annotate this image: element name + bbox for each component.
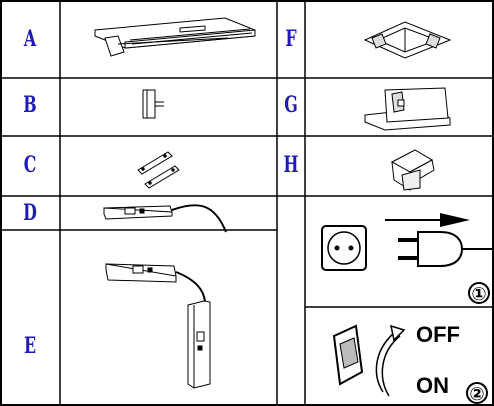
part-label-d: D bbox=[23, 200, 37, 226]
part-label-f: F bbox=[285, 26, 297, 52]
step-1-number: ① bbox=[468, 282, 490, 305]
step-2-number: ② bbox=[466, 382, 488, 405]
end-cap-icon bbox=[142, 89, 164, 119]
unplug-icon bbox=[321, 213, 493, 271]
rocker-switch-icon bbox=[332, 324, 406, 397]
part-label-e: E bbox=[23, 333, 37, 359]
connector-plates-icon bbox=[137, 151, 180, 189]
off-label: OFF bbox=[416, 322, 460, 347]
corner-connector-icon bbox=[364, 87, 451, 131]
part-label-a: A bbox=[23, 26, 37, 52]
profile-track-icon bbox=[94, 17, 256, 57]
part-label-g: G bbox=[284, 92, 298, 118]
on-label: ON bbox=[416, 373, 449, 398]
part-label-b: B bbox=[23, 92, 37, 118]
driver-assembly-icon bbox=[105, 263, 211, 389]
part-label-h: H bbox=[283, 152, 299, 178]
part-label-c: C bbox=[23, 152, 37, 178]
driver-with-cable-icon bbox=[103, 204, 227, 233]
corner-frame-icon bbox=[363, 21, 452, 59]
corner-piece-icon bbox=[390, 149, 435, 191]
